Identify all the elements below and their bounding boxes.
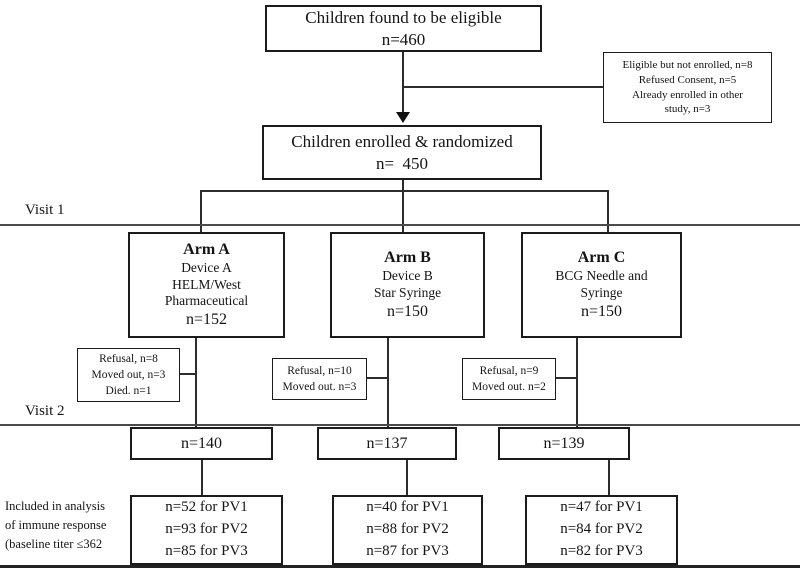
bottom-rule [0,565,800,568]
not-enrolled-line: Eligible but not enrolled, n=8 [622,58,753,71]
enrolled-box-count: n= 450 [375,153,429,173]
connector-branch-arm-a [200,190,202,232]
connector-to-not-enrolled-box [403,86,603,88]
enrolled-box: Children enrolled & randomized n= 450 [262,125,542,180]
visit-2-rule [0,424,800,426]
visit-1-label: Visit 1 [25,202,65,218]
arm-a-desc: Pharmaceutical [164,293,249,309]
dropout-box-arm-c: Refusal, n=9 Moved out. n=2 [462,358,556,400]
analysis-box-arm-a: n=52 for PV1 n=93 for PV2 n=85 for PV3 [130,495,283,565]
arm-b-desc: Device B [382,268,433,284]
connector-arm-a-to-visit2 [195,338,197,427]
dropout-line: Refusal, n=8 [99,352,158,365]
analysis-line: n=52 for PV1 [165,499,248,516]
connector-branch-arm-c [607,190,609,232]
connector-dropout-a [180,373,196,375]
connector-visit2-to-analysis-c [608,460,610,495]
dropout-box-arm-b: Refusal, n=10 Moved out. n=3 [272,358,367,400]
arm-c-count: n=150 [580,302,623,320]
analysis-line: n=88 for PV2 [366,521,449,538]
connector-branch-horizontal [201,190,609,192]
visit-2-label: Visit 2 [25,403,65,419]
connector-arm-c-to-visit2 [576,338,578,427]
connector-dropout-b [367,377,388,379]
dropout-line: Moved out. n=3 [282,381,357,393]
visit2-count-box-arm-b: n=137 [317,427,457,460]
analysis-line: n=82 for PV3 [560,542,643,559]
dropout-line: Died. n=1 [105,385,152,398]
arm-a-count: n=152 [185,311,228,329]
analysis-line: n=85 for PV3 [165,542,248,559]
dropout-line: Refusal, n=10 [287,364,352,377]
analysis-line: n=84 for PV2 [560,521,643,538]
analysis-line: n=40 for PV1 [366,499,449,516]
connector-visit2-to-analysis-b [406,460,408,495]
arm-c-box: Arm C BCG Needle and Syringe n=150 [521,232,682,338]
eligible-box-count: n=460 [381,29,426,49]
annotation-line: of immune response [5,517,107,532]
not-enrolled-line: study, n=3 [664,103,711,116]
arrowhead-down-icon [396,112,410,123]
visit2-count: n=139 [543,434,585,452]
not-enrolled-line: Refused Consent, n=5 [638,73,737,86]
analysis-line: n=87 for PV3 [366,542,449,559]
analysis-annotation: Included in analysis of immune response … [5,497,135,553]
connector-dropout-c [556,377,577,379]
visit2-count: n=137 [366,434,408,452]
arm-b-title: Arm B [384,249,431,267]
dropout-line: Moved out. n=2 [472,381,546,393]
visit2-count-box-arm-c: n=139 [498,427,630,460]
not-enrolled-line: Already enrolled in other [632,88,743,101]
connector-branch-arm-b [402,190,404,232]
annotation-line: (baseline titer ≤362 [5,536,103,551]
arm-b-box: Arm B Device B Star Syringe n=150 [330,232,485,338]
enrolled-box-line: Children enrolled & randomized [291,132,513,152]
connector-eligible-to-enrolled [402,52,404,114]
analysis-line: n=93 for PV2 [165,521,248,538]
arm-a-box: Arm A Device A HELM/West Pharmaceutical … [128,232,285,338]
arm-c-desc: BCG Needle and [555,268,648,284]
not-enrolled-box: Eligible but not enrolled, n=8 Refused C… [603,52,772,123]
connector-enrolled-stub [402,180,404,192]
analysis-box-arm-c: n=47 for PV1 n=84 for PV2 n=82 for PV3 [525,495,678,565]
arm-c-title: Arm C [577,249,626,267]
connector-visit2-to-analysis-a [201,460,203,495]
arm-a-desc: Device A [181,259,232,275]
dropout-line: Refusal, n=9 [479,364,539,377]
dropout-box-arm-a: Refusal, n=8 Moved out, n=3 Died. n=1 [77,348,180,402]
arm-a-desc: HELM/West [172,276,241,292]
arm-c-desc: Syringe [580,285,623,300]
analysis-box-arm-b: n=40 for PV1 n=88 for PV2 n=87 for PV3 [332,495,483,565]
arm-b-count: n=150 [386,302,429,320]
connector-arm-b-to-visit2 [387,338,389,427]
eligible-box: Children found to be eligible n=460 [265,5,542,52]
visit-1-rule [0,224,800,226]
eligible-box-line: Children found to be eligible [305,8,502,28]
visit2-count-box-arm-a: n=140 [130,427,273,460]
arm-a-title: Arm A [183,240,230,258]
annotation-line: Included in analysis [5,499,105,513]
visit2-count: n=140 [180,434,223,452]
dropout-line: Moved out, n=3 [91,368,166,381]
arm-b-desc: Star Syringe [373,285,442,300]
analysis-line: n=47 for PV1 [560,499,643,516]
